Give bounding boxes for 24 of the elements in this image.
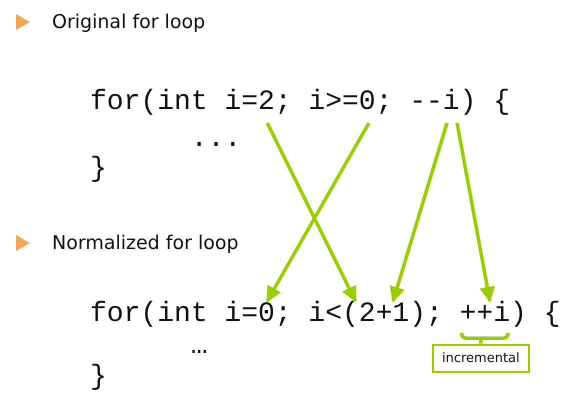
callout-box: incremental [432,344,530,372]
ellipsis: ... [190,124,242,156]
code-text: ++i [460,299,510,331]
code-text: ) { [510,299,560,331]
arrow [390,122,449,302]
code-text: i=0 [224,299,275,331]
code-text: ) { [460,87,510,119]
code-text: i>=0 [308,87,376,119]
code-text: i<(2+1) [308,299,426,331]
code-text: ; [274,299,292,331]
code-text: for(int [90,299,208,331]
code-text: for(int [90,87,208,119]
code-text: --i [409,87,460,119]
section-heading: Normalized for loop [52,231,239,255]
arrow [455,122,496,303]
code-text: i=2 [224,87,275,119]
code-text: ; [376,87,392,119]
code-text: ; [426,299,443,331]
section-heading: Original for loop [52,10,206,34]
code-text: } [90,362,107,394]
code-text: } [90,154,107,186]
leader-bracket [460,331,510,346]
code-text: ; [274,87,292,119]
ellipsis: … [190,331,208,363]
